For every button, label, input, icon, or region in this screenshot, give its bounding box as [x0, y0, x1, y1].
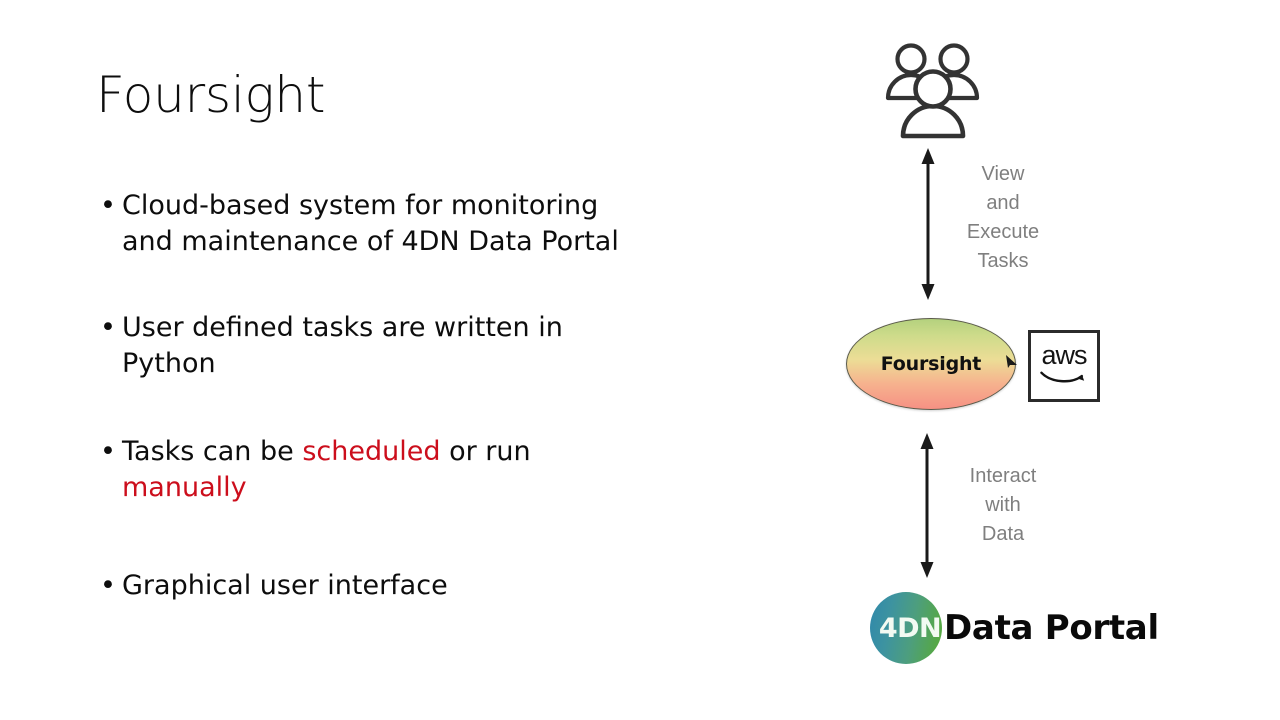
label-line: Interact: [969, 465, 1037, 487]
label-line: View: [981, 163, 1025, 185]
bullet-marker: •: [100, 190, 116, 221]
label-line: Tasks: [977, 250, 1029, 272]
bullet-line: User defined tasks are written in: [122, 310, 756, 346]
foursight-label: Foursight: [880, 353, 982, 375]
people-group-icon: [878, 38, 988, 143]
bottom-arrow-label: Interact with Data: [928, 462, 1078, 549]
architecture-diagram: View and Execute Tasks Foursight aws: [800, 0, 1280, 720]
bullet-text: User defined tasks are written in: [122, 312, 563, 343]
data-portal-label: Data Portal: [944, 608, 1159, 648]
bullet-text: and maintenance of 4DN Data Portal: [122, 226, 619, 257]
data-portal-node[interactable]: 4DN Data Portal: [870, 592, 1159, 664]
list-item: • Tasks can be scheduled or run manually: [96, 434, 756, 506]
bullet-line: manually: [122, 470, 756, 506]
bullet-text: Graphical user interface: [122, 570, 448, 601]
bullet-text: Tasks can be: [122, 436, 303, 467]
foursight-node[interactable]: Foursight: [846, 318, 1018, 410]
aws-wordmark: aws: [1041, 339, 1087, 370]
bullet-text-accent: scheduled: [302, 436, 441, 467]
label-line: and: [986, 192, 1020, 214]
list-item: • Graphical user interface: [96, 568, 756, 604]
foursight-ellipse-shape: [846, 318, 1016, 410]
aws-logo-icon: aws: [1028, 330, 1100, 402]
bullet-text: Python: [122, 348, 216, 379]
bullet-marker: •: [100, 436, 116, 467]
bullet-list: • Cloud-based system for monitoring and …: [96, 188, 756, 604]
bullet-line: Cloud-based system for monitoring: [122, 188, 756, 224]
bullet-text: or run: [440, 436, 531, 467]
list-item: • Cloud-based system for monitoring and …: [96, 188, 756, 260]
bullet-line: and maintenance of 4DN Data Portal: [122, 224, 756, 260]
double-headed-vertical-arrow-icon: [911, 433, 943, 578]
bullet-marker: •: [100, 570, 116, 601]
page-title: Foursight: [96, 66, 326, 124]
bullet-text: Cloud-based system for monitoring: [122, 190, 599, 221]
bullet-marker: •: [100, 312, 116, 343]
4dn-mark-text: 4DN: [878, 612, 942, 644]
label-line: Data: [981, 523, 1025, 545]
bullet-line: Python: [122, 346, 756, 382]
bullet-line: Tasks can be scheduled or run: [122, 434, 756, 470]
4dn-logo-icon: 4DN: [870, 592, 942, 664]
list-item: • User defined tasks are written in Pyth…: [96, 310, 756, 382]
aws-swoosh-icon: [1039, 370, 1089, 389]
top-arrow-label: View and Execute Tasks: [928, 160, 1078, 276]
bullet-text-accent: manually: [122, 472, 247, 503]
label-line: with: [985, 494, 1021, 516]
label-line: Execute: [966, 221, 1040, 243]
bullet-line: Graphical user interface: [122, 568, 756, 604]
content-column: Foursight • Cloud-based system for monit…: [96, 66, 756, 604]
double-headed-vertical-arrow-icon: [912, 148, 944, 300]
ellipse-arrow-tip-icon: [1006, 354, 1018, 368]
